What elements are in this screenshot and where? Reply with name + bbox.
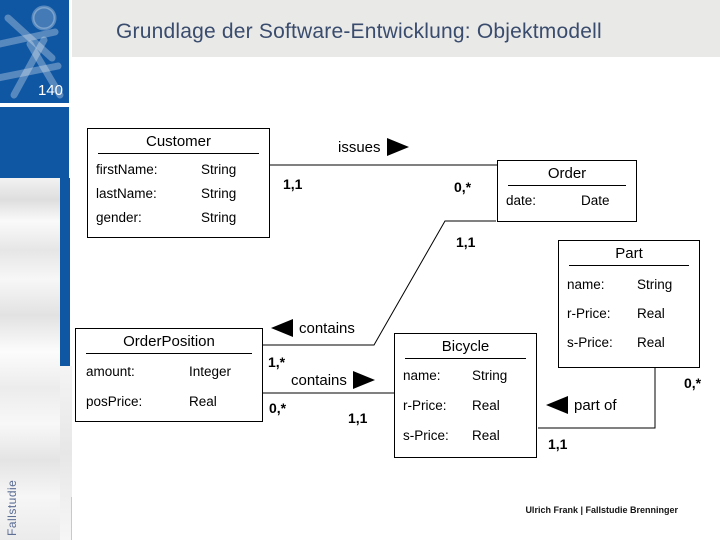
- reading-direction-right-icon: [386, 138, 409, 156]
- sidebar-faded-image: [0, 178, 60, 540]
- class-title: Bicycle: [441, 338, 490, 355]
- class-box-orderposition: OrderPosition amount: Integer posPrice: …: [75, 328, 263, 422]
- reading-direction-left-icon: [546, 396, 568, 414]
- attribute-row: posPrice: Real: [86, 391, 262, 421]
- sidebar-blue-strip: [60, 178, 70, 366]
- attr-name: name:: [403, 368, 441, 383]
- attribute-row: r-Price: Real: [403, 396, 536, 426]
- multiplicity-orderposition-bicycle: 0,*: [269, 400, 287, 416]
- attr-name: lastName:: [96, 186, 157, 201]
- page-number: 140: [37, 82, 63, 99]
- assoc-label-contains-bicycle: contains: [291, 371, 375, 389]
- attribute-row: r-Price: Real: [567, 304, 699, 333]
- assoc-label-text: contains: [291, 371, 347, 389]
- attr-type: String: [201, 186, 237, 201]
- attr-name: firstName:: [96, 162, 158, 177]
- class-box-part: Part name: String r-Price: Real s-Price:…: [558, 240, 700, 368]
- attr-type: Real: [472, 398, 500, 413]
- assoc-label-issues: issues: [338, 138, 409, 156]
- assoc-label-part-of: part of: [546, 396, 617, 414]
- sidebar-faded-image-lower: [60, 366, 72, 540]
- assoc-label-text: contains: [299, 319, 355, 337]
- attr-type: String: [637, 277, 673, 292]
- attr-name: r-Price:: [403, 398, 447, 413]
- class-separator: [405, 358, 526, 359]
- class-separator: [86, 353, 252, 354]
- sidebar-vertical-label: Fallstudie: [5, 479, 19, 536]
- attr-type: Date: [581, 193, 610, 208]
- class-title: OrderPosition: [123, 333, 215, 350]
- attribute-row: gender: String: [96, 207, 269, 231]
- reading-direction-left-icon: [271, 319, 293, 337]
- attr-type: Real: [189, 394, 217, 409]
- attribute-row: lastName: String: [96, 183, 269, 207]
- multiplicity-bicycle-contains: 1,1: [348, 410, 368, 426]
- attr-type: Real: [472, 428, 500, 443]
- attr-type: Integer: [189, 364, 232, 379]
- class-title: Customer: [145, 133, 212, 150]
- multiplicity-part-partof: 0,*: [684, 375, 702, 391]
- reading-direction-right-icon: [352, 371, 375, 389]
- class-box-bicycle: Bicycle name: String r-Price: Real s-Pri…: [394, 333, 537, 458]
- logo-divider: [0, 103, 69, 107]
- attr-name: date:: [506, 193, 537, 208]
- multiplicity-order-issues: 0,*: [454, 179, 472, 195]
- attribute-row: s-Price: Real: [403, 426, 536, 456]
- attr-name: gender:: [96, 210, 142, 225]
- attribute-row: amount: Integer: [86, 361, 262, 391]
- class-box-order: Order date: Date: [497, 160, 637, 222]
- attribute-row: firstName: String: [96, 159, 269, 183]
- attribute-row: name: String: [403, 366, 536, 396]
- multiplicity-bicycle-partof: 1,1: [548, 436, 568, 452]
- attr-type: String: [201, 162, 237, 177]
- attribute-row: name: String: [567, 275, 699, 304]
- multiplicity-order-contains: 1,1: [456, 234, 476, 250]
- attr-type: Real: [637, 335, 665, 350]
- class-title: Order: [547, 165, 587, 182]
- attribute-row: date: Date: [506, 191, 636, 213]
- logo: 140: [0, 0, 69, 103]
- assoc-label-text: issues: [338, 138, 381, 156]
- attr-type: Real: [637, 306, 665, 321]
- attr-name: posPrice:: [86, 394, 143, 409]
- attribute-row: s-Price: Real: [567, 333, 699, 362]
- attr-name: s-Price:: [403, 428, 449, 443]
- header-band: Grundlage der Software-Entwicklung: Obje…: [72, 0, 720, 57]
- slide-title: Grundlage der Software-Entwicklung: Obje…: [116, 19, 602, 43]
- attr-name: s-Price:: [567, 335, 613, 350]
- assoc-label-contains-order: contains: [271, 319, 355, 337]
- attr-name: name:: [567, 277, 605, 292]
- footer-credit: Ulrich Frank | Fallstudie Brenninger: [525, 505, 678, 515]
- class-separator: [98, 153, 259, 154]
- multiplicity-orderposition-contains: 1,*: [268, 354, 286, 370]
- multiplicity-customer-issues: 1,1: [283, 176, 303, 192]
- logo-figures-icon: [0, 5, 64, 99]
- assoc-label-text: part of: [574, 396, 617, 414]
- attr-name: amount:: [86, 364, 135, 379]
- attr-type: String: [201, 210, 237, 225]
- sidebar-blue-block: [0, 107, 69, 178]
- class-separator: [569, 265, 689, 266]
- attr-type: String: [472, 368, 508, 383]
- class-title: Part: [615, 245, 643, 262]
- attr-name: r-Price:: [567, 306, 611, 321]
- class-box-customer: Customer firstName: String lastName: Str…: [87, 128, 270, 238]
- sidebar-edge-line: [71, 497, 72, 540]
- class-separator: [508, 185, 626, 186]
